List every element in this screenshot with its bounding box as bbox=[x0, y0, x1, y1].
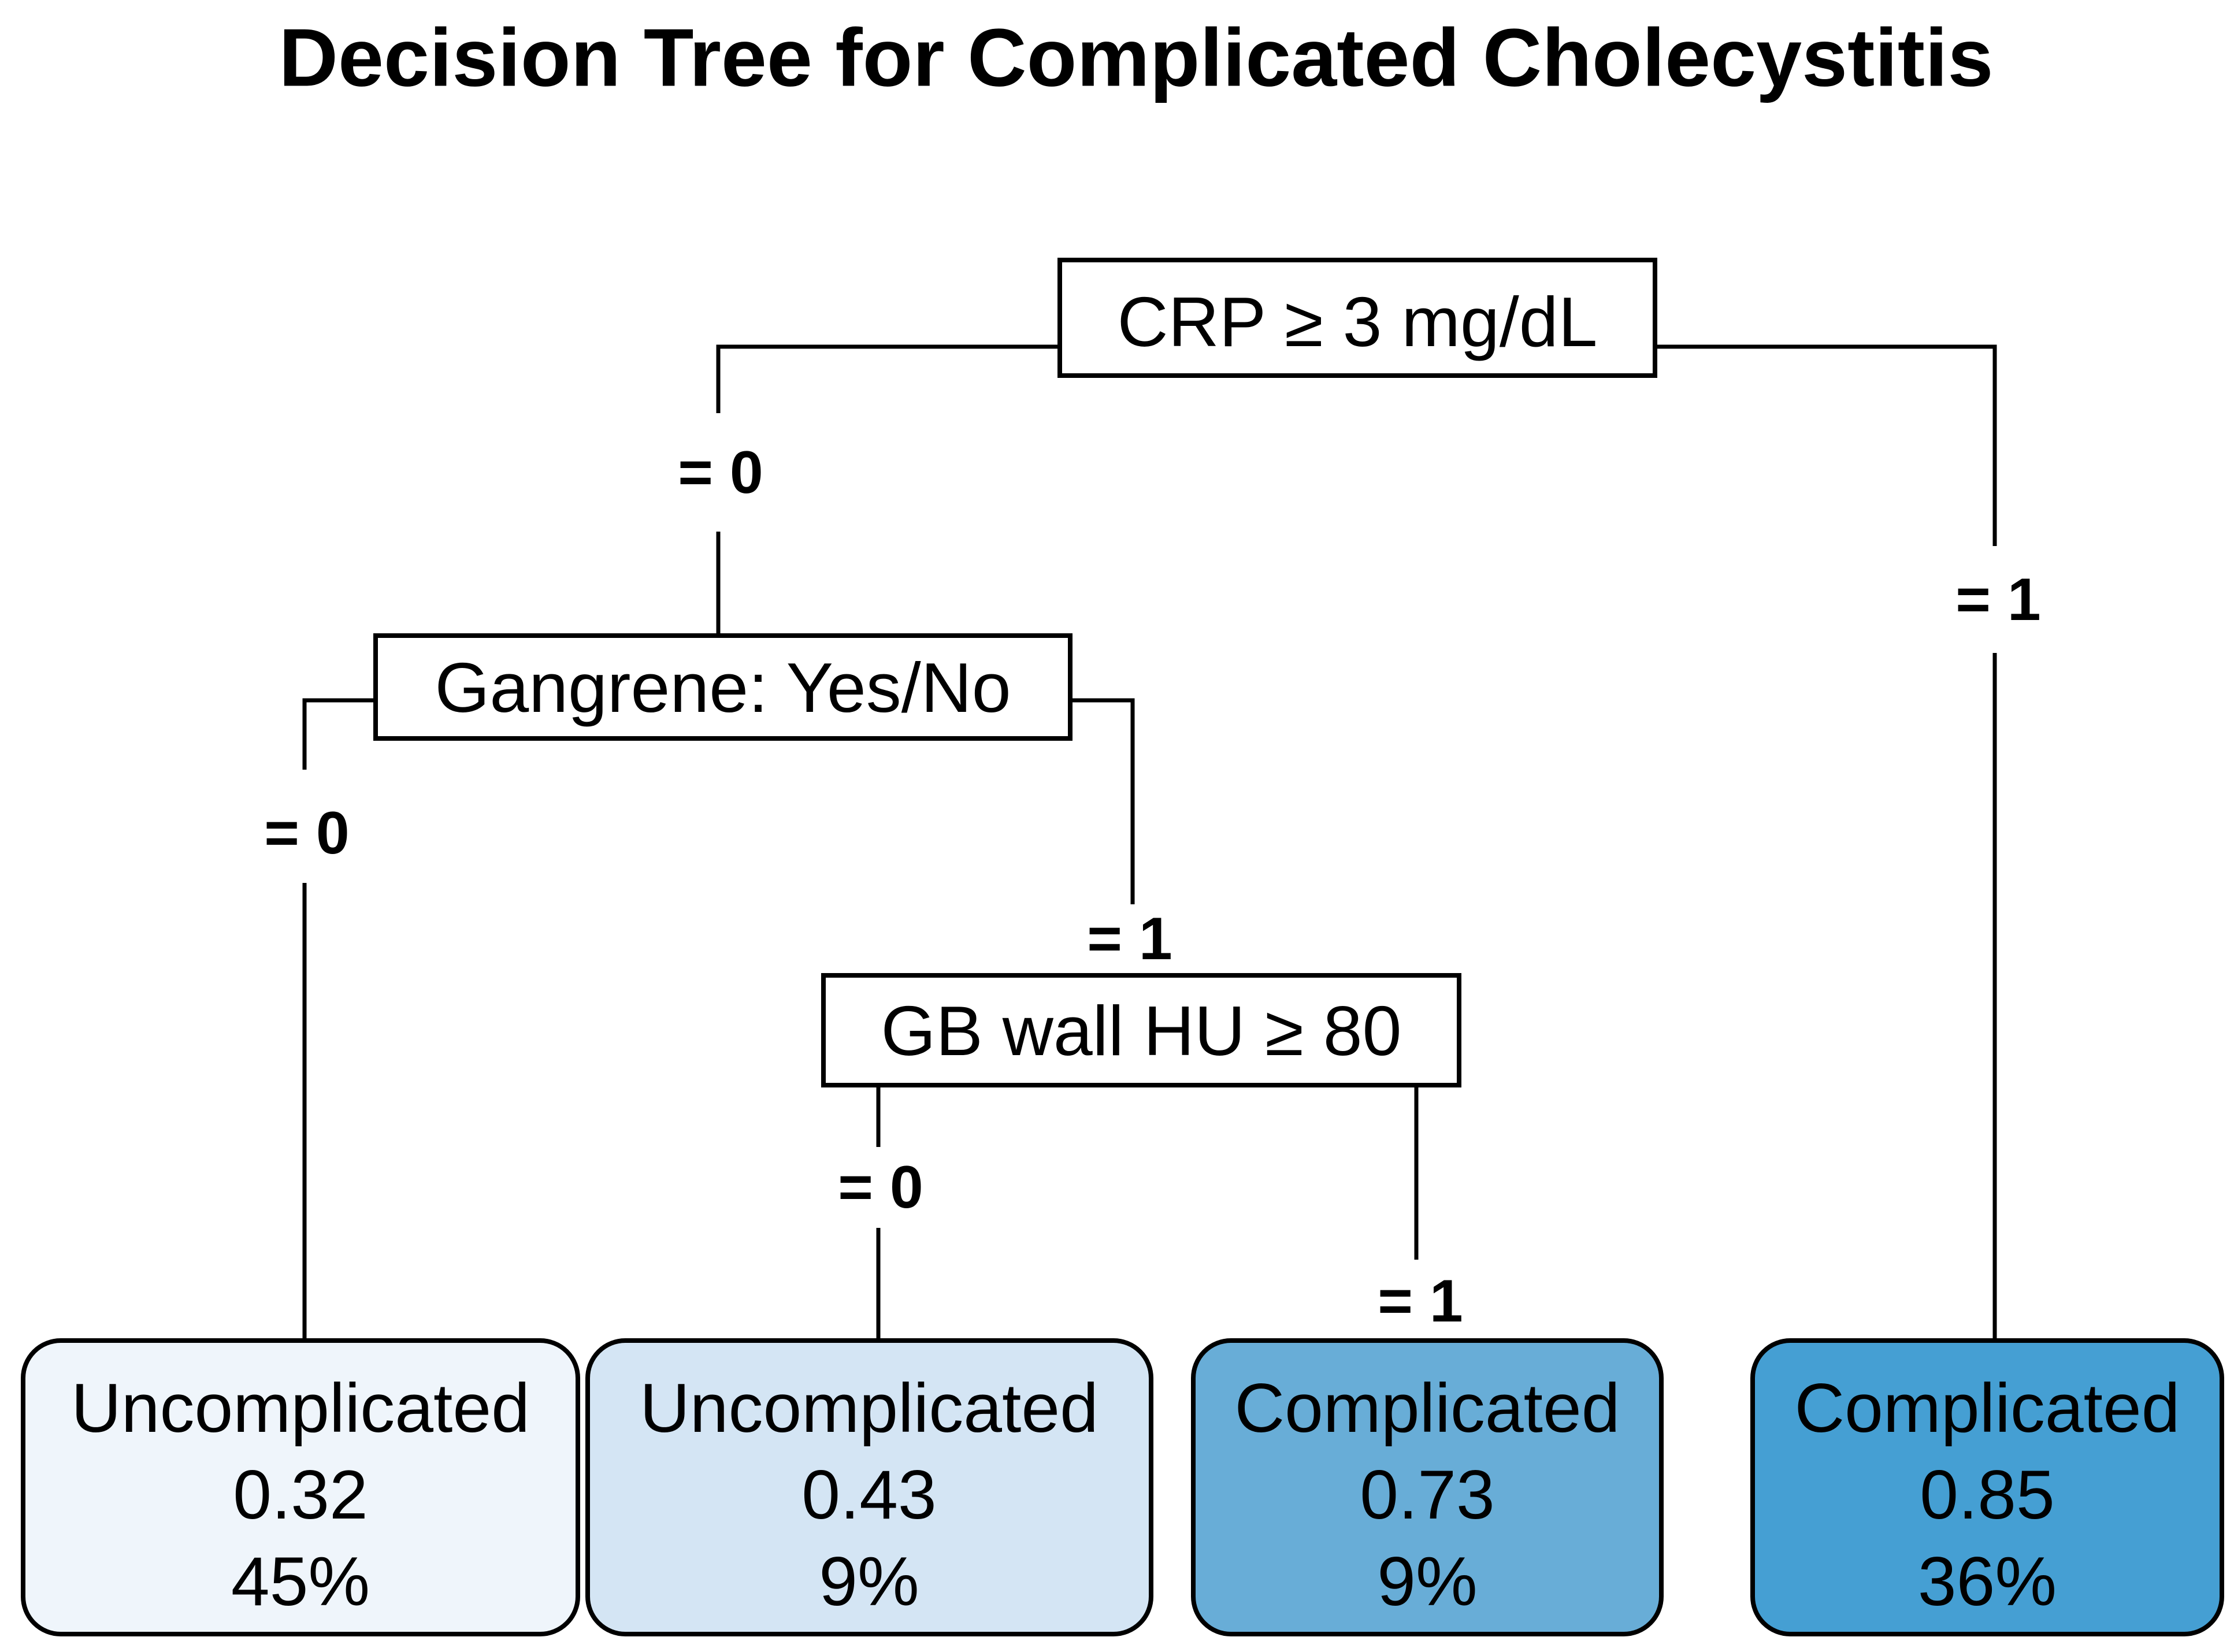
leaf-complicated-1: Complicated 0.73 9% bbox=[1191, 1338, 1664, 1636]
edge-gangrene-right-label: = 1 bbox=[1087, 905, 1172, 972]
leaf-3-box bbox=[1191, 1338, 1664, 1636]
edge-crp-right-line-upper bbox=[1655, 344, 1997, 546]
leaf-3-probability: 0.73 bbox=[1360, 1456, 1495, 1534]
leaf-4-probability: 0.85 bbox=[1920, 1456, 2055, 1534]
tree-edges: = 0 = 1 = 0 = 1 = 0 = 1 bbox=[264, 344, 2041, 1341]
leaf-2-box bbox=[585, 1338, 1153, 1636]
leaf-4-class: Complicated bbox=[1795, 1369, 2180, 1447]
leaf-uncomplicated-2: Uncomplicated 0.43 9% bbox=[585, 1338, 1153, 1636]
leaf-4-box bbox=[1750, 1338, 2224, 1636]
node-gbwall: GB wall HU ≥ 80 bbox=[821, 973, 1461, 1087]
node-crp-box bbox=[1057, 258, 1657, 378]
leaf-4-share: 36% bbox=[1918, 1543, 2057, 1620]
leaf-3-share: 9% bbox=[1377, 1543, 1477, 1620]
edge-gbwall-right-label: = 1 bbox=[1378, 1268, 1463, 1335]
node-crp-label: CRP ≥ 3 mg/dL bbox=[1118, 283, 1598, 361]
figure-title: Decision Tree for Complicated Cholecysti… bbox=[279, 12, 1993, 104]
leaf-1-class: Uncomplicated bbox=[71, 1369, 530, 1447]
edge-gbwall-left-label: = 0 bbox=[838, 1154, 923, 1221]
node-gbwall-label: GB wall HU ≥ 80 bbox=[881, 992, 1402, 1070]
edge-crp-left-line-upper bbox=[716, 344, 1060, 413]
node-gangrene: Gangrene: Yes/No bbox=[373, 633, 1073, 741]
edge-crp-right-label: = 1 bbox=[1955, 566, 2040, 633]
node-crp: CRP ≥ 3 mg/dL bbox=[1057, 258, 1657, 378]
leaf-uncomplicated-1: Uncomplicated 0.32 45% bbox=[21, 1338, 580, 1636]
leaf-3-class: Complicated bbox=[1235, 1369, 1620, 1447]
edge-gangrene-left-label: = 0 bbox=[264, 800, 349, 867]
edge-gangrene-left-line-upper bbox=[302, 698, 376, 770]
edge-crp-left-label: = 0 bbox=[678, 439, 763, 506]
node-gangrene-box bbox=[373, 633, 1073, 741]
edge-gangrene-right-line bbox=[1070, 698, 1135, 904]
leaf-2-share: 9% bbox=[819, 1543, 919, 1620]
leaf-2-probability: 0.43 bbox=[801, 1456, 937, 1534]
leaf-1-share: 45% bbox=[231, 1543, 370, 1620]
node-gangrene-label: Gangrene: Yes/No bbox=[435, 648, 1011, 727]
leaf-1-probability: 0.32 bbox=[233, 1456, 368, 1534]
leaf-1-box bbox=[21, 1338, 580, 1636]
leaf-complicated-2: Complicated 0.85 36% bbox=[1750, 1338, 2224, 1636]
node-gbwall-box bbox=[821, 973, 1461, 1087]
leaf-2-class: Uncomplicated bbox=[640, 1369, 1099, 1447]
